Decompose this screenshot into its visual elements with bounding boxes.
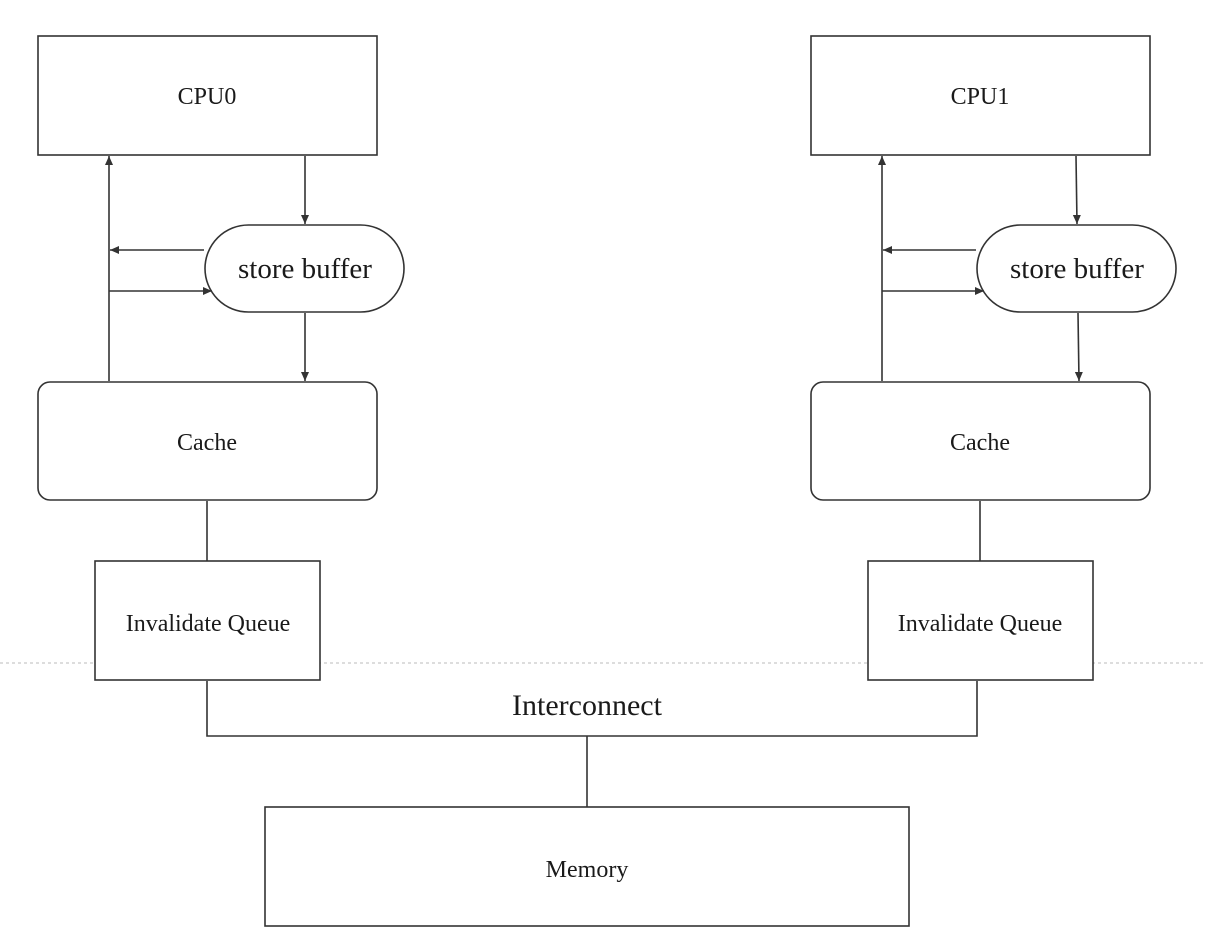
cpu1-store-buffer-label: store buffer <box>1010 253 1144 285</box>
cpu1-store-buffer <box>976 224 1177 313</box>
cpu1-cache <box>810 381 1151 501</box>
cpu0-store-buffer <box>204 224 405 313</box>
cpu1-label: CPU1 <box>951 84 1010 110</box>
cpu0-cache <box>37 381 378 501</box>
cpu1-invalidate-queue-label: Invalidate Queue <box>898 611 1063 637</box>
interconnect-label: Interconnect <box>512 689 663 722</box>
cpu0-cache-label: Cache <box>177 430 237 456</box>
store-buffer-to-cache-arrow-1 <box>1074 312 1083 382</box>
memory-label: Memory <box>546 857 629 883</box>
interconnect-group: Interconnect <box>206 681 978 807</box>
cpu0-invalidate-queue-label: Invalidate Queue <box>126 611 291 637</box>
cpu1-invalidate-queue <box>867 560 1094 681</box>
cpu0-group: CPU0 store buffer Cache Invalidate Queue <box>37 35 405 681</box>
cpu1-box <box>810 35 1151 156</box>
memory-box <box>264 806 910 927</box>
cpu1-group: CPU1 store buffer Cache Invalidate Queue <box>810 35 1177 681</box>
cpu0-label: CPU0 <box>178 84 237 110</box>
interconnect-bus <box>206 681 978 737</box>
cpu0-invalidate-queue <box>94 560 321 681</box>
cpu0-box <box>37 35 378 156</box>
cpu1-cache-label: Cache <box>950 430 1010 456</box>
cpu1-to-store-buffer-arrow <box>1072 155 1081 225</box>
cpu0-store-buffer-label: store buffer <box>238 253 372 285</box>
memory-group: Memory <box>264 806 910 927</box>
